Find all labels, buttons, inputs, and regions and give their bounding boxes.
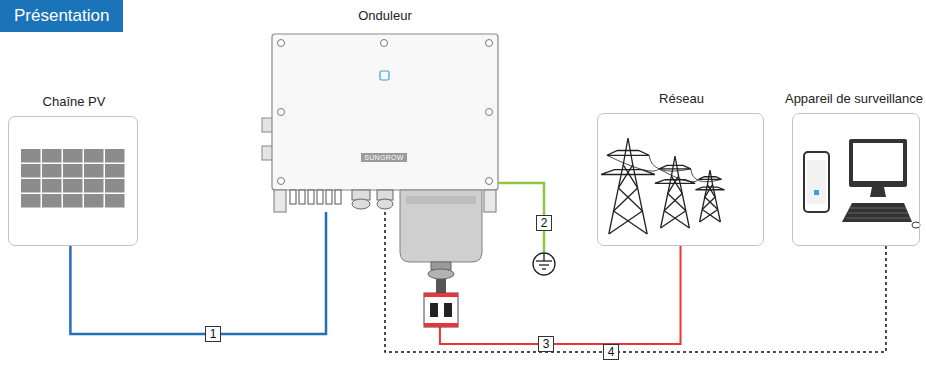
pv-cell: [63, 164, 83, 178]
node-heading: Onduleur: [358, 8, 411, 23]
transmission-towers: [601, 138, 724, 234]
pv-cell: [105, 164, 125, 178]
pv-cell: [42, 194, 62, 208]
key-row: [848, 213, 908, 214]
cable-connector: [70, 212, 326, 334]
callout-number: 1: [205, 326, 222, 342]
pv-cell: [21, 149, 41, 163]
phone-screen: [807, 160, 826, 204]
pv-cell: [42, 164, 62, 178]
pv-cell: [63, 179, 83, 193]
ground-symbol: [533, 253, 555, 275]
pylon: [655, 156, 695, 228]
pylon: [601, 138, 655, 234]
breaker-terminal: [424, 293, 458, 297]
power-line: [607, 155, 659, 171]
title-banner: Présentation: [0, 0, 123, 32]
device-box: Réseau: [597, 113, 764, 246]
monitor-screen: [853, 143, 903, 181]
pv-cell: [21, 194, 41, 208]
keyboard: [842, 203, 912, 222]
pv-cell: [105, 179, 125, 193]
power-line: [649, 155, 691, 171]
breaker-terminal: [424, 323, 458, 327]
smartphone: [804, 152, 829, 212]
power-line: [691, 169, 722, 182]
pv-cell: [84, 164, 104, 178]
node-heading: Réseau: [659, 91, 704, 106]
key-row: [850, 208, 906, 209]
keyboard-keys: [846, 208, 910, 218]
pv-cell: [21, 164, 41, 178]
pv-cell: [63, 149, 83, 163]
node-heading: Appareil de surveillance: [785, 91, 923, 106]
dc-connectors: [290, 190, 341, 204]
circuit-breaker: [424, 293, 458, 327]
breaker-lever: [444, 303, 452, 317]
inverter-body: [272, 34, 498, 190]
key-row: [846, 218, 910, 219]
cable-glands: [352, 190, 393, 209]
monitor: [849, 139, 907, 187]
dc-plug: [299, 190, 305, 204]
monitor-stand: [870, 187, 886, 197]
wiring-box: [400, 190, 482, 262]
device-box: Appareil de surveillance: [792, 113, 920, 246]
callout-number: 2: [536, 215, 553, 231]
pv-cell: [63, 194, 83, 208]
breaker-lever: [430, 303, 438, 317]
monitoring-devices: [804, 139, 920, 228]
pv-panel: [20, 148, 126, 210]
ac-gland-nut: [428, 269, 454, 279]
node-heading: Chaîne PV: [43, 94, 106, 109]
pv-cell: [42, 179, 62, 193]
inverter-drawing: [262, 34, 498, 293]
pv-cell: [105, 194, 125, 208]
pv-cell: [84, 149, 104, 163]
pv-cell: [84, 194, 104, 208]
pv-cells: [21, 149, 125, 208]
dc-plug: [317, 190, 323, 204]
wiring-box-rim: [406, 196, 476, 204]
dc-plug: [326, 190, 332, 204]
dc-plug: [308, 190, 314, 204]
pv-cell: [105, 149, 125, 163]
pv-panel-frame: [20, 148, 126, 210]
brand-logo: SUNGROW: [361, 153, 406, 162]
pylon: [695, 170, 724, 222]
callout-number: 3: [538, 336, 555, 352]
pv-cell: [21, 179, 41, 193]
callout-number: 4: [603, 344, 620, 360]
pv-cell: [84, 179, 104, 193]
device-box: Chaîne PV: [8, 116, 138, 246]
screws: [278, 40, 493, 185]
phone-icon: [814, 190, 819, 195]
inverter-box: Onduleur: [272, 34, 498, 212]
pv-cell: [42, 149, 62, 163]
status-led: [380, 71, 389, 80]
breaker-body: [424, 293, 458, 327]
dc-plug: [290, 190, 296, 204]
mouse: [912, 222, 920, 228]
ac-cable: [436, 279, 446, 293]
dc-plug: [335, 190, 341, 204]
